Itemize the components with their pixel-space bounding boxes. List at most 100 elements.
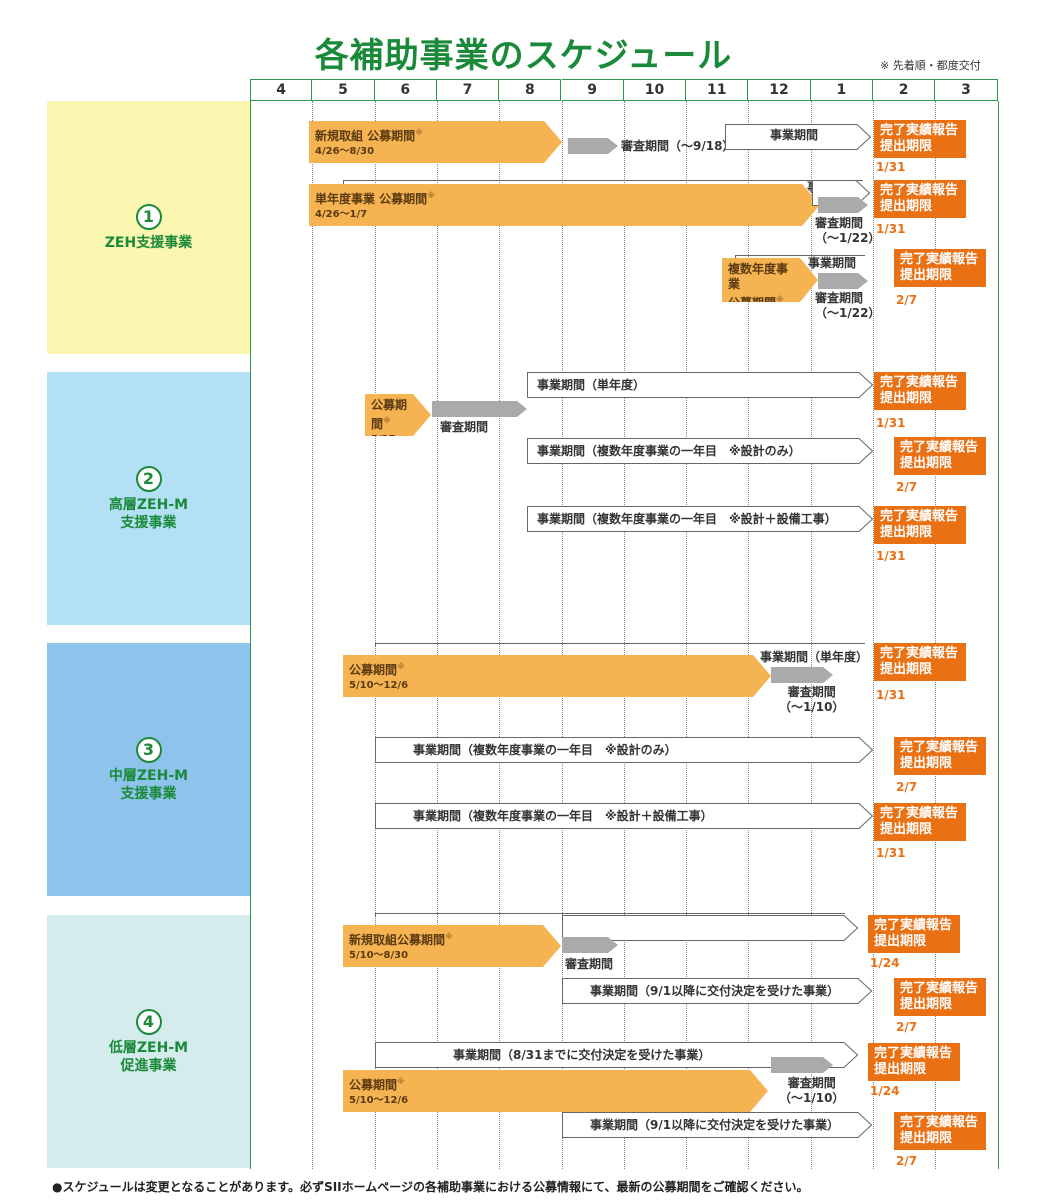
low-rise-application-period: 公募期間※5/10〜12/6 [343, 1070, 768, 1112]
bracket-line [735, 255, 865, 259]
report-deadline-box: 完了実績報告提出期限 [894, 978, 986, 1016]
mid-rise-review-period: 審査期間（〜1/10） [779, 685, 845, 714]
report-deadline-box: 完了実績報告提出期限 [874, 372, 966, 410]
review-arrow [568, 138, 618, 154]
zeh-business-period-arrow [725, 124, 871, 150]
grid-line [312, 101, 314, 1169]
high-rise-application-period: 公募期間※5/27〜6/21 [365, 394, 431, 436]
high-rise-business-multi-design: 事業期間（複数年度事業の一年目 ※設計のみ） [527, 438, 873, 464]
review-arrow [771, 1057, 833, 1073]
month-cell-9: 12 [748, 79, 811, 101]
high-rise-review-period: 審査期間 [440, 420, 489, 434]
report-deadline-box: 完了実績報告提出期限 [894, 437, 986, 475]
bracket-line [375, 913, 845, 917]
low-rise-new-application-period: 新規取組公募期間※5/10〜8/30 [343, 925, 561, 967]
zeh-single-year-review-period: 審査期間（〜1/22） [815, 216, 881, 245]
review-arrow [818, 273, 868, 289]
month-cell-4: 7 [436, 79, 500, 101]
high-rise-business-single-year: 事業期間（単年度） [527, 372, 873, 398]
section-number-circle: 2 [135, 465, 162, 492]
mid-rise-business-multi-construction: 事業期間（複数年度事業の一年目 ※設計＋設備工事） [375, 803, 873, 829]
section-name: ZEH支援事業 [104, 234, 193, 251]
section-number-circle: 1 [135, 203, 162, 230]
month-cell-3: 6 [374, 79, 437, 101]
deadline-date: 1/24 [870, 956, 900, 970]
review-arrow [771, 667, 833, 683]
review-arrow [818, 197, 868, 213]
deadline-date: 1/31 [876, 222, 906, 236]
grid-line [810, 101, 812, 1169]
zeh-business-period-label: 事業期間 [770, 128, 819, 142]
low-rise-review-period-second: 審査期間（〜1/10） [779, 1076, 845, 1105]
zeh-single-year-application-period: 単年度事業 公募期間※4/26〜1/7 [309, 184, 820, 226]
report-deadline-box: 完了実績報告提出期限 [868, 1043, 960, 1081]
mid-rise-business-single-year-label: 事業期間（単年度） [760, 650, 869, 664]
grid-line [623, 101, 625, 1169]
grid-line [686, 101, 688, 1169]
low-rise-review-period: 審査期間 [565, 957, 614, 971]
review-arrow [562, 937, 618, 953]
grid-line [748, 101, 750, 1169]
deadline-date: 2/7 [896, 1020, 918, 1034]
zeh-new-application-period: 新規取組 公募期間※4/26〜8/30 [309, 121, 562, 163]
zeh-multi-year-application-period: 複数年度事業公募期間※11/5〜1/7 [722, 258, 818, 302]
report-deadline-box: 完了実績報告提出期限 [874, 506, 966, 544]
month-cell-6: 9 [561, 79, 624, 101]
bracket-line [375, 643, 865, 647]
month-cell-11: 2 [873, 79, 936, 101]
deadline-date: 2/7 [896, 1154, 918, 1168]
grid-line [561, 101, 563, 1169]
page-title: 各補助事業のスケジュール [314, 36, 733, 76]
review-arrow [432, 401, 527, 417]
grid-line [374, 101, 376, 1169]
deadline-date: 1/31 [876, 549, 906, 563]
report-deadline-box: 完了実績報告提出期限 [868, 915, 960, 953]
report-deadline-box: 完了実績報告提出期限 [874, 803, 966, 841]
section-number-circle: 4 [135, 1008, 162, 1035]
grid-left-border [250, 101, 251, 1169]
zeh-review-period: 審査期間（〜9/18） [621, 139, 735, 153]
month-cell-5: 8 [499, 79, 562, 101]
month-cell-7: 10 [623, 79, 687, 101]
mid-rise-business-multi-design: 事業期間（複数年度事業の一年目 ※設計のみ） [375, 737, 873, 763]
deadline-date: 1/31 [876, 688, 906, 702]
month-cell-12: 3 [935, 79, 998, 101]
report-deadline-box: 完了実績報告提出期限 [874, 643, 966, 681]
low-rise-business-after-91: 事業期間（9/1以降に交付決定を受けた事業） [562, 978, 872, 1004]
low-rise-business-after-91-second: 事業期間（9/1以降に交付決定を受けた事業） [562, 1112, 872, 1138]
deadline-date: 1/31 [876, 846, 906, 860]
high-rise-business-multi-construction: 事業期間（複数年度事業の一年目 ※設計＋設備工事） [527, 506, 873, 532]
zeh-multi-year-review-period: 審査期間（〜1/22） [815, 291, 881, 320]
deadline-date: 1/31 [876, 160, 906, 174]
mid-rise-application-period: 公募期間※5/10〜12/6 [343, 655, 771, 697]
bracket-line [343, 180, 863, 184]
low-rise-business-before-831-arrow [562, 915, 858, 941]
deadline-date: 2/7 [896, 780, 918, 794]
deadline-date: 1/24 [870, 1084, 900, 1098]
note-text: ※ 先着順・都度交付 [880, 59, 981, 72]
deadline-date: 2/7 [896, 480, 918, 494]
report-deadline-box: 完了実績報告提出期限 [894, 737, 986, 775]
grid-line [499, 101, 501, 1169]
grid-line [935, 101, 937, 1169]
month-cell-1: 4 [250, 79, 313, 101]
section-number-circle: 3 [135, 736, 162, 763]
report-deadline-box: 完了実績報告提出期限 [894, 249, 986, 287]
month-cell-8: 11 [686, 79, 749, 101]
report-deadline-box: 完了実績報告提出期限 [874, 180, 966, 218]
report-deadline-box: 完了実績報告提出期限 [874, 120, 966, 158]
month-cell-2: 5 [312, 79, 375, 101]
deadline-date: 2/7 [896, 293, 918, 307]
footer-note: ●スケジュールは変更となることがあります。必ずSIIホームページの各補助事業にお… [52, 1180, 809, 1194]
deadline-date: 1/31 [876, 416, 906, 430]
grid-right-border [997, 101, 999, 1169]
low-rise-business-before-831-second: 事業期間（8/31までに交付決定を受けた事業） [375, 1042, 858, 1068]
zeh-multi-year-business-label: 事業期間 [808, 256, 857, 270]
